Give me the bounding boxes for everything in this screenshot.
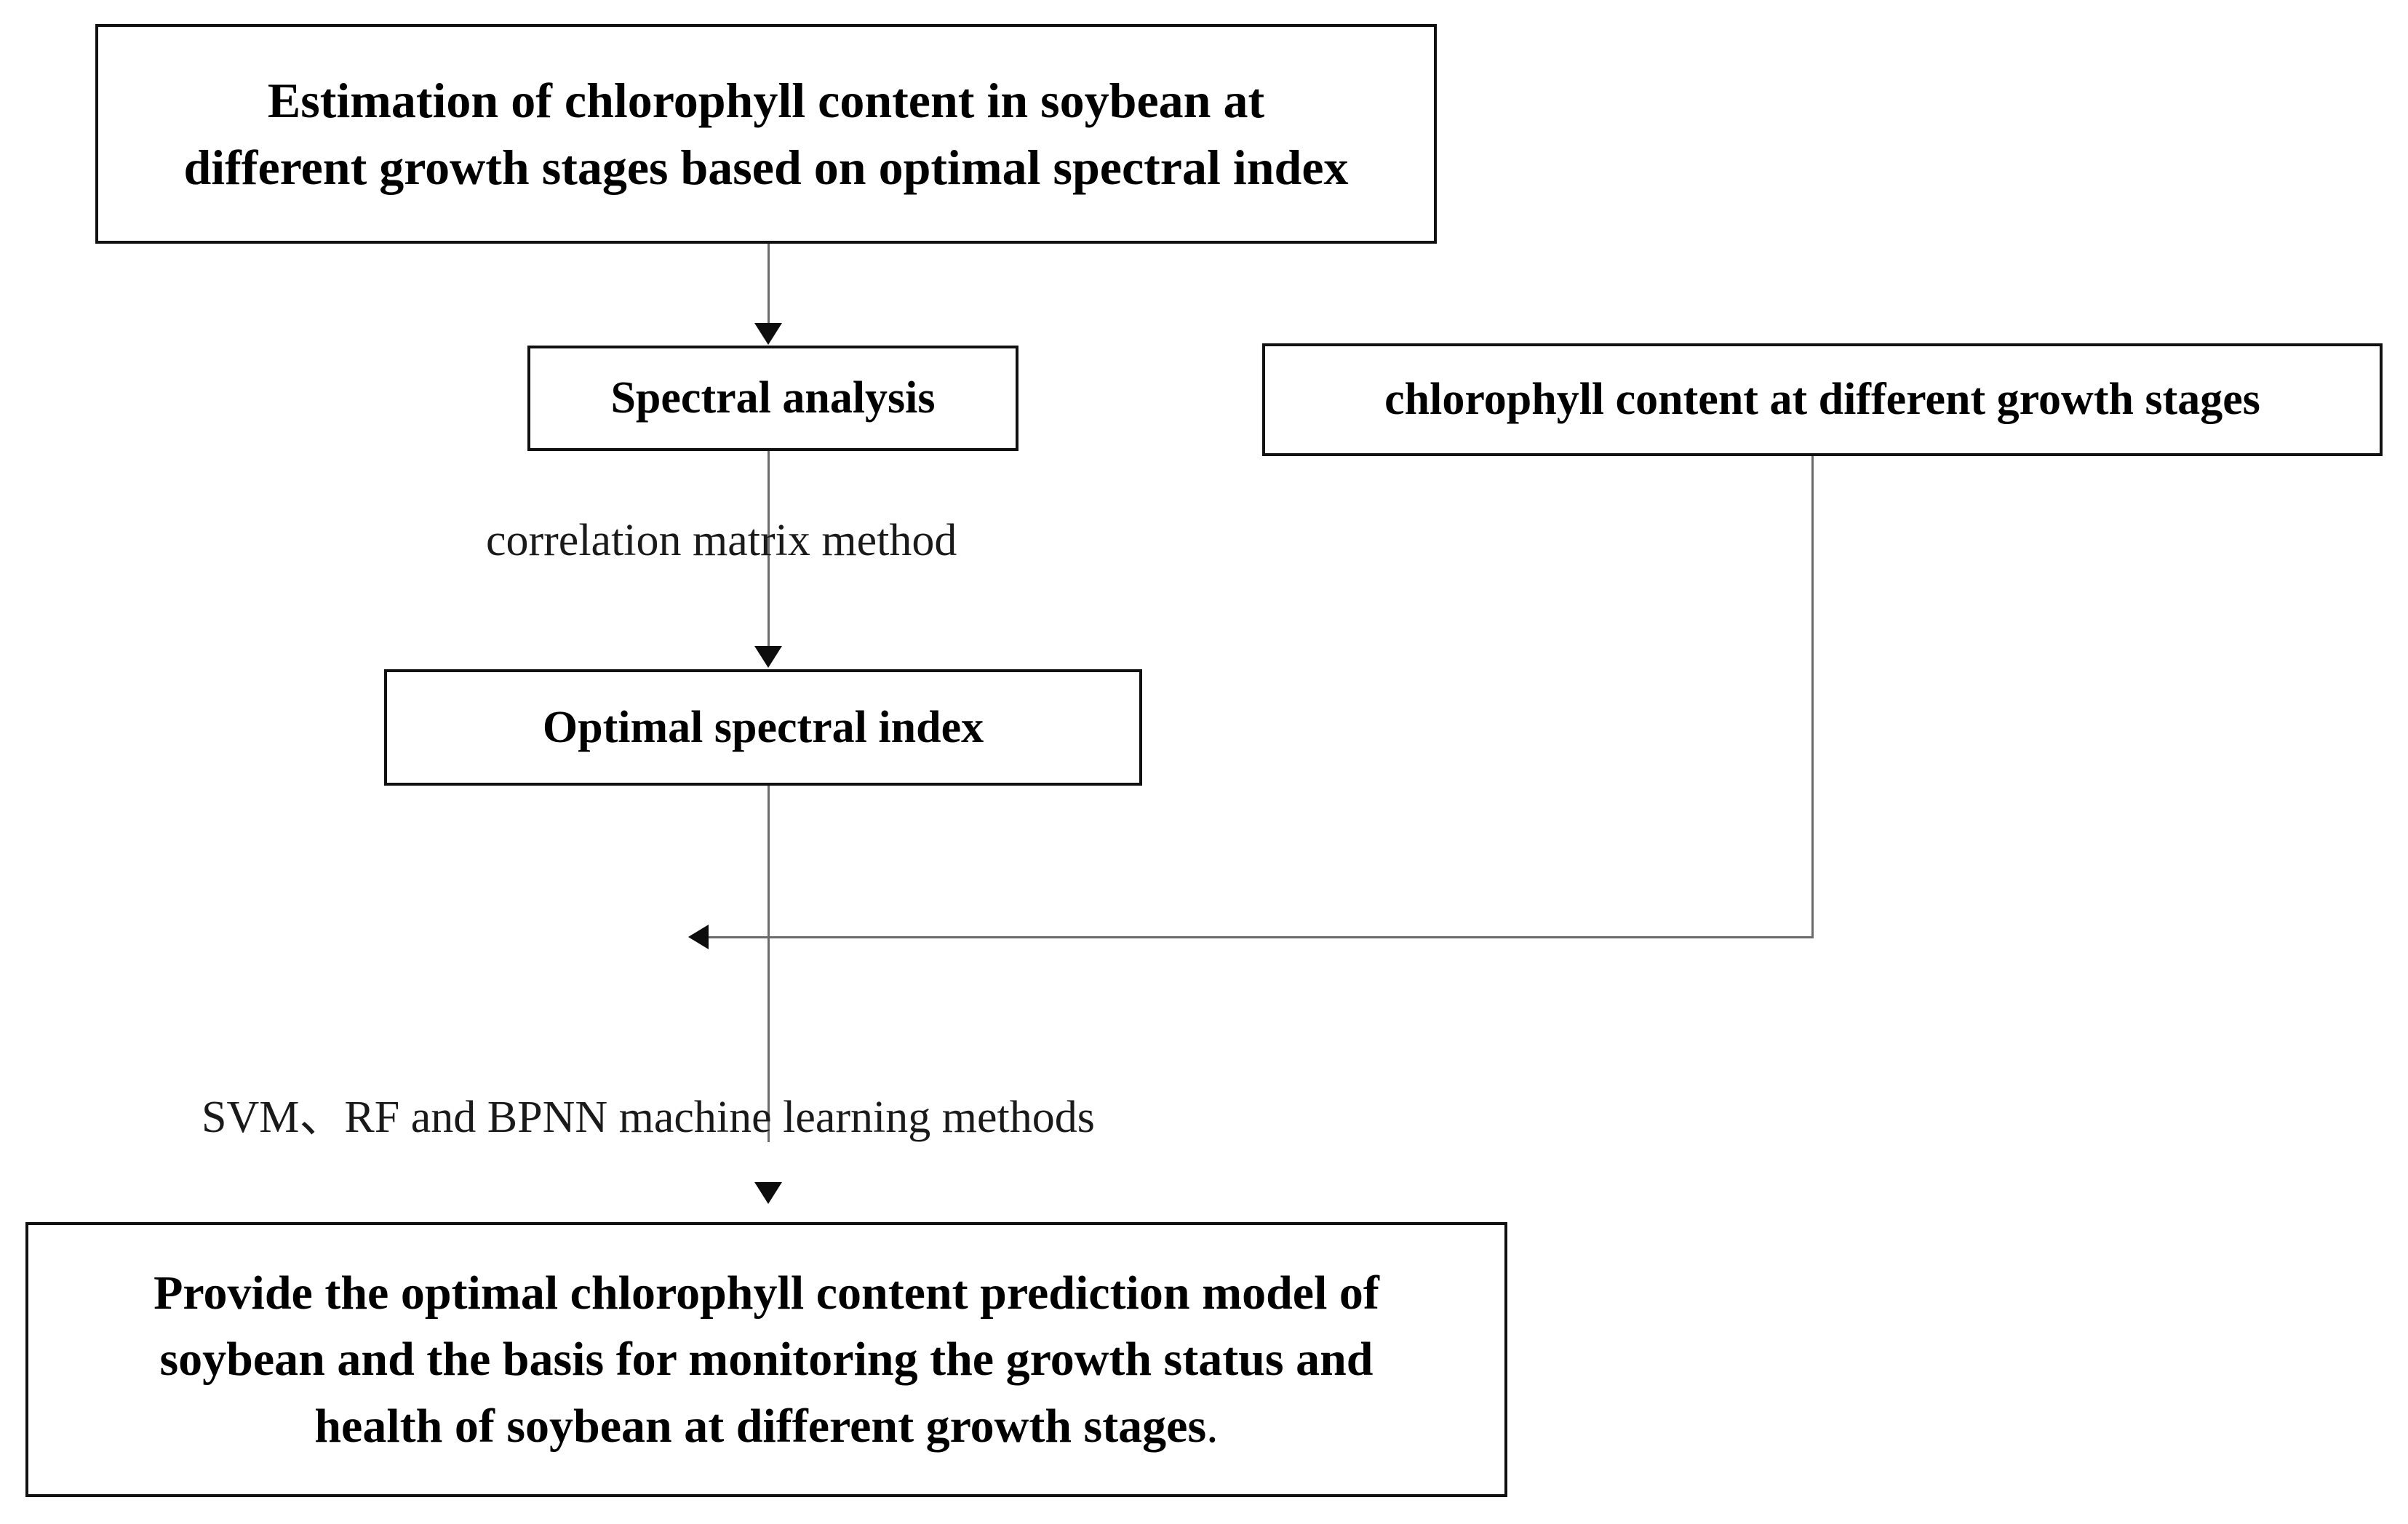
node-optimal-spectral-index-label: Optimal spectral index <box>542 702 984 752</box>
edge-label-machine-learning-methods: SVM、RF and BPNN machine learning methods <box>202 1093 1095 1142</box>
edge-label-correlation-matrix-method: correlation matrix method <box>486 516 957 565</box>
connector-spectral-to-optimal <box>768 451 770 649</box>
node-outcome-box: Provide the optimal chlorophyll content … <box>25 1222 1507 1497</box>
node-outcome-line-1: Provide the optimal chlorophyll content … <box>154 1266 1379 1320</box>
arrowhead-down-to-outcome-icon <box>754 1182 782 1204</box>
node-chlorophyll-content-box: chlorophyll content at different growth … <box>1262 343 2383 456</box>
arrowhead-left-to-trunk-icon <box>688 925 709 949</box>
node-outcome-line-2: soybean and the basis for monitoring the… <box>159 1333 1374 1387</box>
arrowhead-down-to-optimal-icon <box>754 646 782 668</box>
node-outcome-period: . <box>1206 1399 1219 1453</box>
arrowhead-down-to-spectral-icon <box>754 323 782 345</box>
connector-chlorophyll-horizontal <box>698 936 1814 938</box>
node-title-box: Estimation of chlorophyll content in soy… <box>95 24 1437 244</box>
connector-title-to-spectral <box>768 244 770 327</box>
node-optimal-spectral-index-box: Optimal spectral index <box>384 669 1142 786</box>
node-title-line-2: different growth stages based on optimal… <box>183 140 1349 195</box>
node-outcome-line-3: health of soybean at different growth st… <box>314 1399 1207 1453</box>
node-chlorophyll-content-label: chlorophyll content at different growth … <box>1384 375 2260 425</box>
node-spectral-analysis-label: Spectral analysis <box>610 373 936 423</box>
connector-chlorophyll-vertical <box>1811 456 1814 938</box>
node-spectral-analysis-box: Spectral analysis <box>527 346 1018 451</box>
node-title-line-1: Estimation of chlorophyll content in soy… <box>267 72 1265 128</box>
node-outcome-text: Provide the optimal chlorophyll content … <box>28 1260 1504 1459</box>
node-title-text: Estimation of chlorophyll content in soy… <box>98 67 1434 202</box>
connector-optimal-to-outcome <box>768 786 770 1142</box>
